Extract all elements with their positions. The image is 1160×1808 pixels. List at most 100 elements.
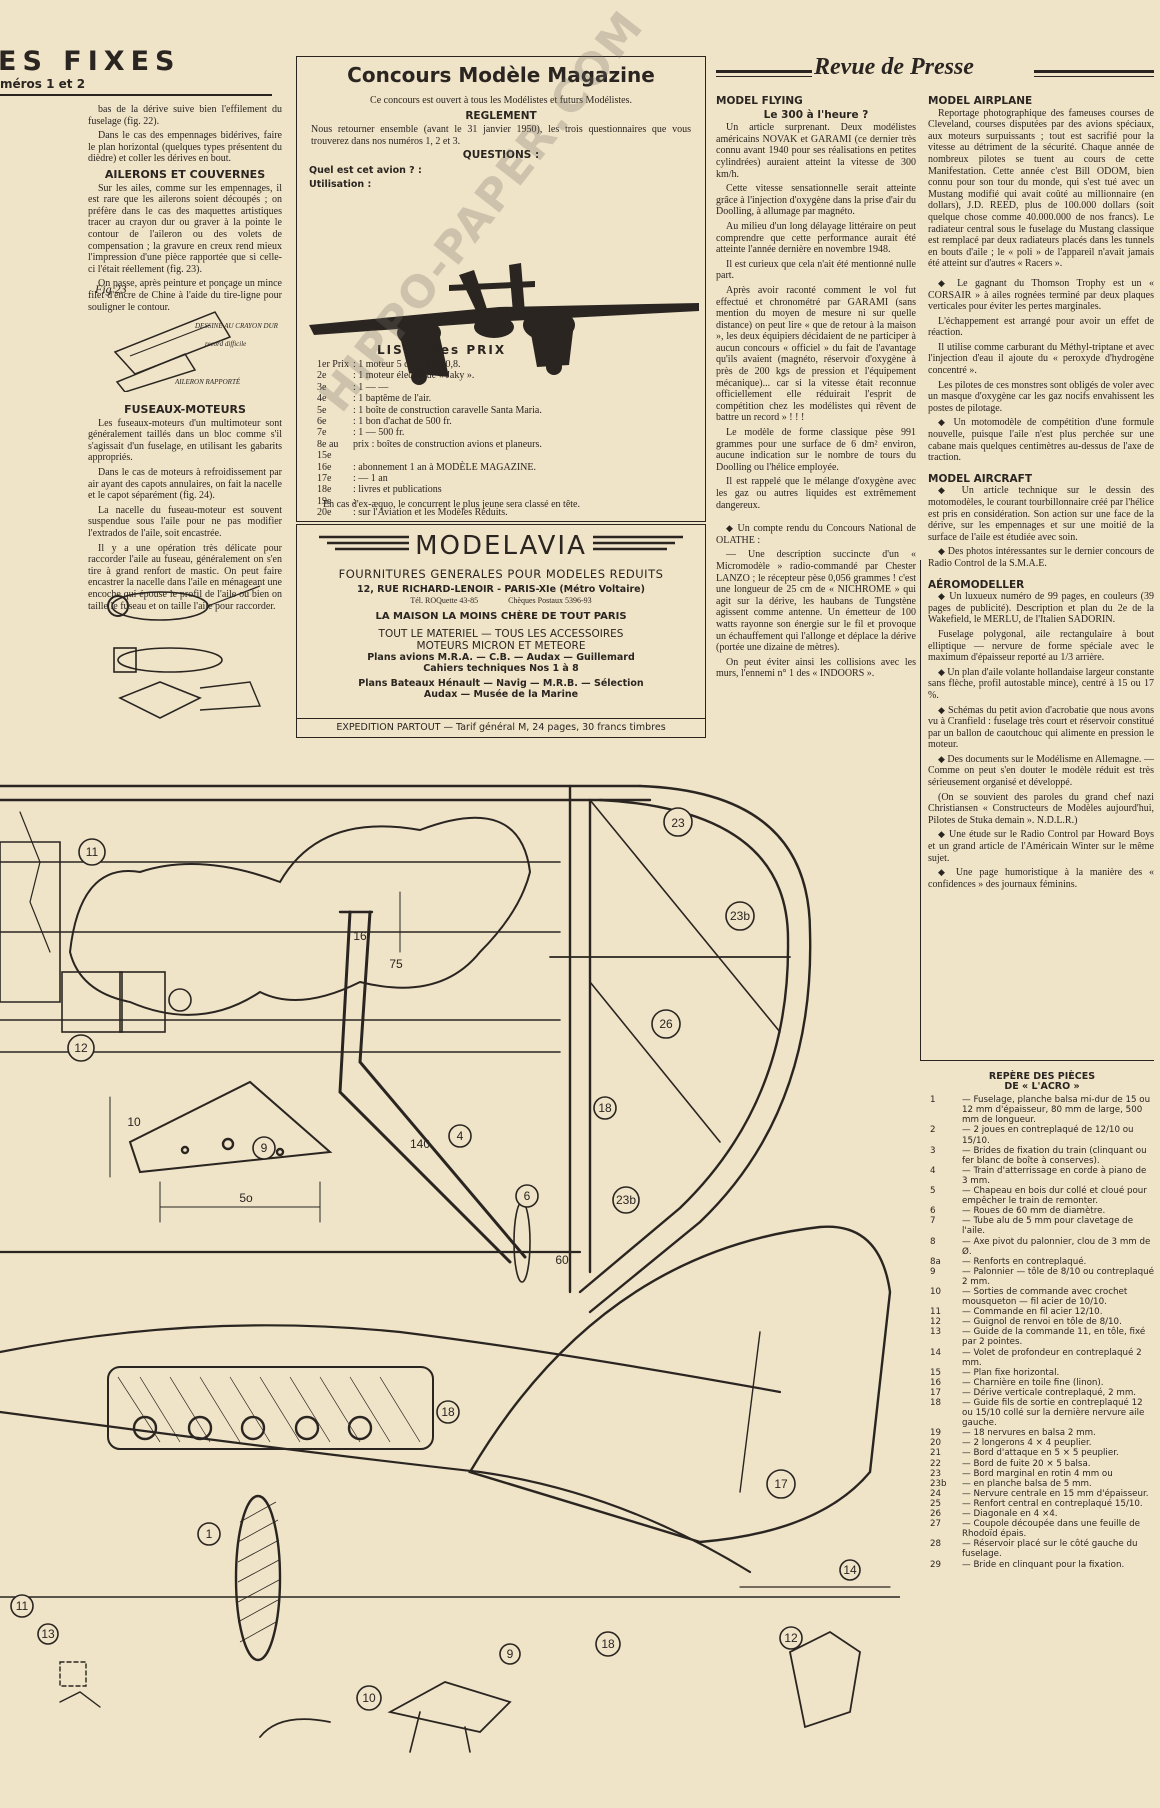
left-para: Les fuseaux-moteurs d'un multimoteur son… bbox=[88, 417, 282, 464]
modelavia-ad: MODELAVIA FOURNITURES GENERALES POUR MOD… bbox=[296, 524, 706, 738]
parts-subtitle: DE « L'ACRO » bbox=[1004, 1081, 1080, 1093]
prize-row: 2e: 1 moteur électrique « Jaky ». bbox=[317, 370, 697, 381]
part-row: 12— Guignol de renvoi en tôle de 8/10. bbox=[930, 1317, 1154, 1327]
left-column: bas de la dérive suive bien l'effilement… bbox=[88, 104, 282, 316]
aircraft-silhouette bbox=[309, 263, 699, 385]
modelavia-line: Cahiers techniques Nos 1 à 8 bbox=[423, 663, 579, 674]
model-flying-subtitle: Le 300 à l'heure ? bbox=[763, 108, 869, 121]
figure-23: Fig 23 DESSINE AU CRAYON DUR record diff… bbox=[95, 282, 285, 392]
left-para: bas de la dérive suive bien l'effilement… bbox=[88, 104, 282, 127]
review-para: ◆ Un motomodèle de compétition d'une for… bbox=[928, 417, 1154, 463]
prize-desc: : 1 boîte de construction caravelle Sant… bbox=[353, 404, 542, 416]
plan-label: 18 bbox=[441, 1405, 455, 1419]
review-para: ◆ Un luxueux numéro de 99 pages, en coul… bbox=[928, 591, 1154, 626]
prize-rank: 4e bbox=[317, 393, 327, 405]
part-number: 8a bbox=[930, 1256, 941, 1267]
prize-desc: : 1 baptême de l'air. bbox=[353, 393, 432, 405]
review-para: On peut éviter ainsi les collisions avec… bbox=[716, 656, 916, 680]
review-para: ◆ Un article technique sur le dessin des… bbox=[928, 485, 1154, 543]
review-text: Le gagnant du Thomson Trophy est un « CO… bbox=[928, 277, 1154, 313]
plan-label: 1 bbox=[206, 1527, 213, 1541]
prize-rank: 8e au 15e bbox=[317, 438, 339, 462]
column-rule bbox=[920, 560, 922, 1060]
fig-note: AILERON RAPPORTÉ bbox=[175, 378, 241, 386]
review-para: ◆ Des photos intéressantes sur le dernie… bbox=[928, 546, 1154, 569]
plan-label: 18 bbox=[598, 1101, 612, 1115]
review-text: Un luxueux numéro de 99 pages, en couleu… bbox=[928, 591, 1155, 626]
parts-title: REPÈRE DES PIÈCES bbox=[988, 1071, 1096, 1082]
part-number: 23b bbox=[930, 1478, 947, 1489]
modelavia-brand: MODELAVIA bbox=[415, 531, 587, 561]
modelavia-line: Plans Bateaux Hénault — Navig — M.R.B. —… bbox=[358, 678, 644, 689]
part-row: 21— Bord d'attaque en 5 × 5 peuplier. bbox=[930, 1448, 1154, 1458]
part-description: — 18 nervures en balsa 2 mm. bbox=[962, 1428, 1096, 1439]
part-row: 9— Palonnier — tôle de 8/10 ou contrepla… bbox=[930, 1267, 1154, 1287]
modelavia-slogan: LA MAISON LA MOINS CHÈRE DE TOUT PARIS bbox=[375, 611, 627, 622]
part-description: — Bord marginal en rotin 4 mm ou bbox=[962, 1468, 1113, 1479]
model-airplane-column: MODEL AIRPLANE Reportage photographique … bbox=[928, 95, 1155, 893]
part-row: 5— Chapeau en bois dur collé et cloué po… bbox=[930, 1186, 1154, 1206]
part-row: 11— Commande en fil acier 12/10. bbox=[930, 1307, 1154, 1317]
plan-label: 23b bbox=[616, 1193, 636, 1207]
fig-note: DESSINE AU CRAYON DUR bbox=[195, 322, 278, 330]
prize-row: 18e: livres et publications bbox=[317, 484, 697, 495]
part-description: — Bride en clinquant pour la fixation. bbox=[962, 1559, 1125, 1570]
parts-rows: 1— Fuselage, planche balsa mi-dur de 15 … bbox=[930, 1095, 1154, 1569]
prize-desc: : bbox=[353, 495, 356, 507]
part-row: 25— Renfort central en contreplaqué 15/1… bbox=[930, 1499, 1154, 1509]
prize-row: 7e: 1 — 500 fr. bbox=[317, 427, 697, 438]
review-text: Un compte rendu du Concours National de … bbox=[716, 523, 916, 546]
prize-row: 3e: 1 — — bbox=[317, 382, 697, 393]
prize-rank: 7e bbox=[317, 427, 327, 439]
part-number: 14 bbox=[930, 1347, 942, 1358]
plan-label: 60 bbox=[555, 1253, 569, 1267]
diamond-icon: ◆ bbox=[938, 829, 949, 840]
modelavia-address: 12, RUE RICHARD-LENOIR - PARIS-XIe (Métr… bbox=[357, 584, 645, 595]
left-para: On passe, après peinture et ponçage un m… bbox=[88, 278, 282, 313]
part-description: — Tube alu de 5 mm pour clavetage de l'a… bbox=[962, 1216, 1134, 1237]
review-text: Une page humoristique à la manière des «… bbox=[928, 867, 1155, 890]
part-description: — Train d'atterrissage en corde à piano … bbox=[962, 1165, 1147, 1186]
plan-label: 9 bbox=[261, 1141, 268, 1155]
review-para: ◆ Un compte rendu du Concours National d… bbox=[716, 523, 916, 546]
review-para: — Une description succincte d'un « Micro… bbox=[716, 549, 916, 654]
part-number: 25 bbox=[930, 1498, 942, 1509]
part-description: — Fuselage, planche balsa mi-dur de 15 o… bbox=[962, 1095, 1151, 1126]
plan-label: 75 bbox=[389, 957, 403, 971]
part-number: 8 bbox=[930, 1236, 936, 1247]
ailerons-title: AILERONS ET COUVERNES bbox=[104, 167, 266, 181]
part-description: — 2 joues en contreplaqué de 12/10 ou 15… bbox=[962, 1125, 1134, 1146]
revue-rule-left bbox=[716, 70, 812, 73]
part-description: — en planche balsa de 5 mm. bbox=[962, 1478, 1092, 1489]
prize-row: 17e: — 1 an bbox=[317, 473, 697, 484]
part-description: — Nervure centrale en 15 mm d'épaisseur. bbox=[962, 1488, 1149, 1499]
diamond-icon: ◆ bbox=[938, 753, 948, 764]
part-row: 20— 2 longerons 4 × 4 peuplier. bbox=[930, 1438, 1154, 1448]
part-row: 14— Volet de profondeur en contreplaqué … bbox=[930, 1348, 1154, 1368]
prize-row: 4e : 1 baptême de l'air. bbox=[317, 393, 697, 404]
plan-label: 23 bbox=[671, 816, 685, 830]
revue-title: Revue de Presse bbox=[814, 54, 974, 80]
plan-label: 6 bbox=[524, 1189, 531, 1203]
part-row: 28— Réservoir placé sur le côté gauche d… bbox=[930, 1539, 1154, 1559]
prize-desc: : abonnement 1 an à MODÈLE MAGAZINE. bbox=[353, 461, 537, 473]
plan-label: 12 bbox=[74, 1041, 88, 1055]
review-para: ◆ Des documents sur le Modélisme en Alle… bbox=[928, 754, 1154, 789]
modelavia-tel: Tél. ROQuette 43-85 bbox=[410, 596, 479, 605]
prize-desc: : — 1 an bbox=[353, 473, 388, 485]
prize-desc: : 1 — — bbox=[353, 381, 389, 393]
model-flying-column: MODEL FLYING Le 300 à l'heure ? Un artic… bbox=[716, 95, 916, 683]
review-para: Les pilotes de ces monstres sont obligés… bbox=[928, 379, 1154, 414]
diamond-icon: ◆ bbox=[938, 277, 958, 288]
left-para: La nacelle du fuseau-moteur est souvent … bbox=[88, 504, 282, 539]
diamond-icon: ◆ bbox=[938, 546, 948, 557]
plan-label: 13 bbox=[41, 1627, 55, 1641]
section-title: ES FIXES bbox=[0, 46, 181, 77]
fig-label: Fig 23 bbox=[95, 282, 127, 296]
part-number: 17 bbox=[930, 1387, 942, 1398]
diamond-icon: ◆ bbox=[938, 704, 948, 715]
contest-title: Concours Modèle Magazine bbox=[347, 63, 655, 87]
part-description: — Guide de la commande 11, en tôle, fixé… bbox=[962, 1327, 1146, 1348]
left-para: Dans le cas de moteurs à refroidissement… bbox=[88, 466, 282, 502]
plan-label: 140 bbox=[410, 1137, 430, 1151]
